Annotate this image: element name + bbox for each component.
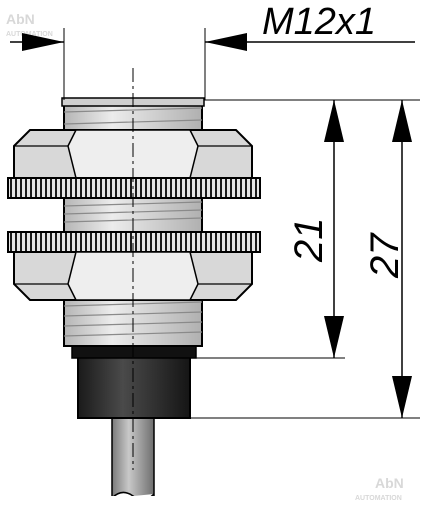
watermark-bottom-sub: AUTOMATION: [355, 495, 402, 502]
cable-collar: [77, 355, 191, 419]
watermark-top-brand: AbN: [6, 11, 35, 27]
dimension-27: 27: [363, 100, 412, 418]
dimension-21: 21: [287, 100, 344, 358]
top-knurled-washer: [7, 177, 261, 199]
cable: [110, 417, 156, 514]
watermark-bottom-brand: AbN: [375, 475, 404, 491]
dimension-27-label: 27: [363, 232, 407, 279]
dimension-21-label: 21: [287, 218, 331, 264]
watermark-top: AbN AUTOMATION: [6, 11, 53, 38]
thread-dimension: M12x1: [10, 1, 415, 100]
collar-rim: [71, 345, 197, 359]
watermark-bottom: AbN AUTOMATION: [355, 475, 404, 502]
watermark-top-sub: AUTOMATION: [6, 31, 53, 38]
bottom-knurled-washer: [7, 231, 261, 253]
thread-label: M12x1: [262, 1, 376, 43]
